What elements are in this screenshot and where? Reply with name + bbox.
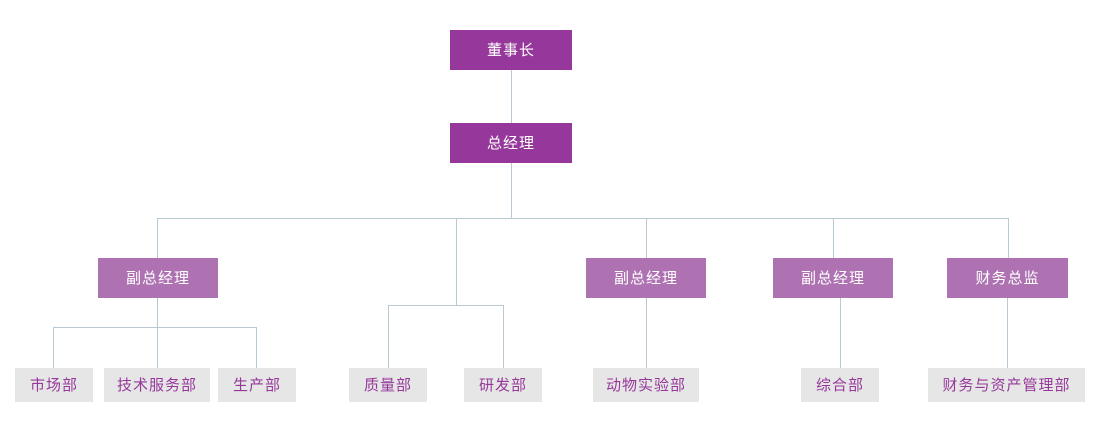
node-vice-general-manager-1[interactable]: 副总经理 bbox=[98, 258, 218, 298]
node-department-rnd[interactable]: 研发部 bbox=[464, 368, 542, 402]
connector-vp1-trunk bbox=[157, 298, 158, 327]
connector-vp1-bus bbox=[53, 327, 257, 328]
connector-vp3-to-general-affairs bbox=[840, 298, 841, 368]
node-vice-general-manager-3[interactable]: 副总经理 bbox=[773, 258, 893, 298]
connector-bus-drop-cfo bbox=[1008, 218, 1009, 258]
node-department-market[interactable]: 市场部 bbox=[15, 368, 93, 402]
connector-middle-drop-rnd bbox=[503, 305, 504, 368]
connector-bus-drop-vp3 bbox=[833, 218, 834, 258]
node-finance-director[interactable]: 财务总监 bbox=[947, 258, 1068, 298]
connector-chairman-to-gm bbox=[511, 70, 512, 123]
connector-vp1-drop-tech-service bbox=[157, 327, 158, 368]
node-department-finance-assets[interactable]: 财务与资产管理部 bbox=[928, 368, 1085, 402]
node-department-tech-service[interactable]: 技术服务部 bbox=[104, 368, 210, 402]
connector-cfo-to-finance-assets bbox=[1007, 298, 1008, 368]
node-general-manager[interactable]: 总经理 bbox=[450, 123, 572, 163]
connector-middle-bus bbox=[388, 305, 504, 306]
connector-bus-drop-middle bbox=[456, 218, 457, 305]
connector-bus-drop-vp2 bbox=[646, 218, 647, 258]
node-department-general-affairs[interactable]: 综合部 bbox=[801, 368, 879, 402]
connector-middle-drop-quality bbox=[388, 305, 389, 368]
connector-vp1-drop-production bbox=[256, 327, 257, 368]
connector-vp1-drop-market bbox=[53, 327, 54, 368]
node-chairman[interactable]: 董事长 bbox=[450, 30, 572, 70]
connector-bus-drop-vp1 bbox=[157, 218, 158, 258]
node-department-animal-lab[interactable]: 动物实验部 bbox=[593, 368, 699, 402]
node-vice-general-manager-2[interactable]: 副总经理 bbox=[586, 258, 706, 298]
connector-vp2-to-animal-lab bbox=[646, 298, 647, 368]
node-department-quality[interactable]: 质量部 bbox=[349, 368, 427, 402]
node-department-production[interactable]: 生产部 bbox=[218, 368, 296, 402]
connector-gm-trunk bbox=[511, 163, 512, 218]
connector-main-bus bbox=[157, 218, 1009, 219]
